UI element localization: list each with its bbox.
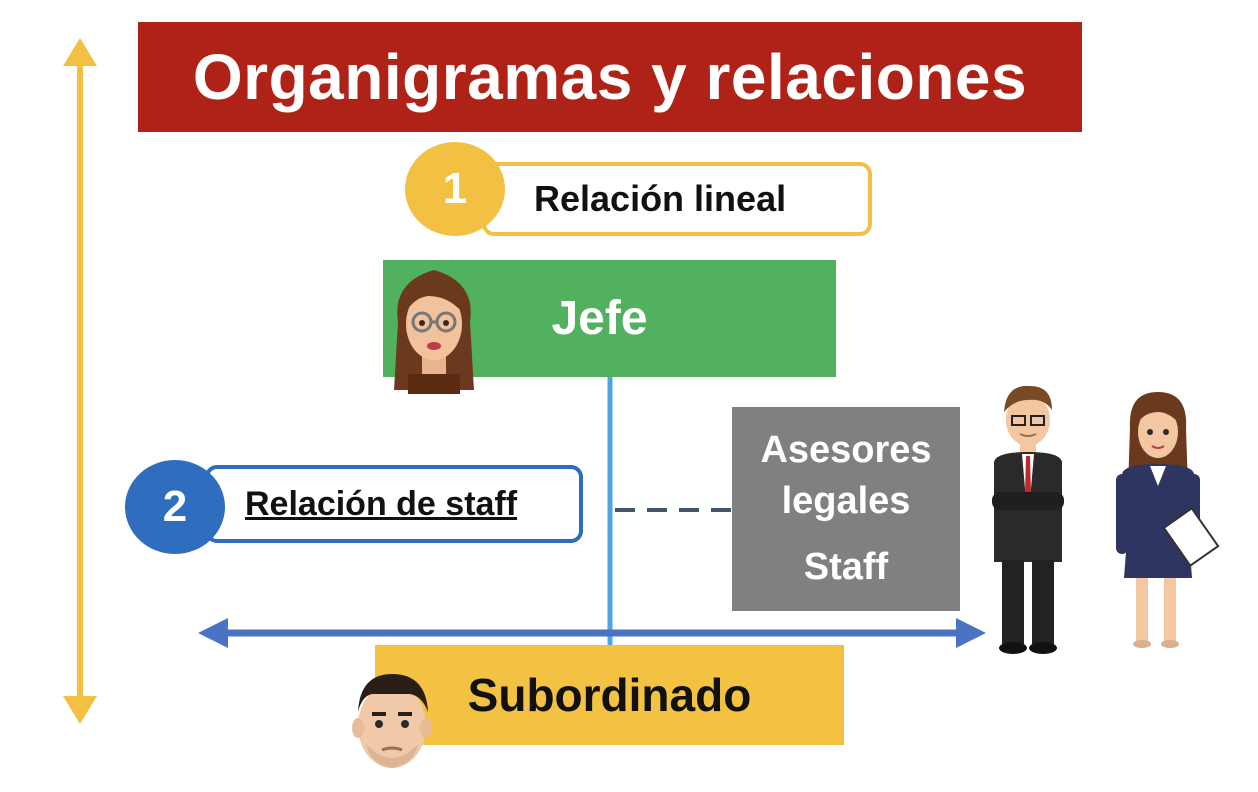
- boss-label: Jefe: [551, 292, 648, 345]
- number-badge-1: 1: [405, 142, 505, 236]
- page-title: Organigramas y relaciones: [138, 22, 1082, 132]
- horizontal-level-arrow: [198, 618, 986, 648]
- staff-line-1: Asesores: [760, 429, 932, 472]
- subordinate-box: Subordinado: [375, 645, 844, 745]
- man-avatar-icon: [352, 674, 432, 768]
- staff-line-2: legales: [781, 480, 911, 523]
- businessman-icon: [992, 385, 1064, 654]
- linear-relation-label: Relación lineal: [482, 162, 872, 236]
- businesswoman-icon: [1116, 392, 1220, 648]
- number-badge-2: 2: [125, 460, 225, 554]
- staff-line-3: Staff: [803, 545, 889, 588]
- woman-glasses-avatar-icon: [394, 270, 474, 394]
- staff-relation-label: Relación de staff: [205, 465, 583, 543]
- staff-box: Asesores legales Staff: [732, 407, 960, 611]
- subordinate-label: Subordinado: [467, 669, 752, 721]
- vertical-hierarchy-arrow: [63, 38, 97, 724]
